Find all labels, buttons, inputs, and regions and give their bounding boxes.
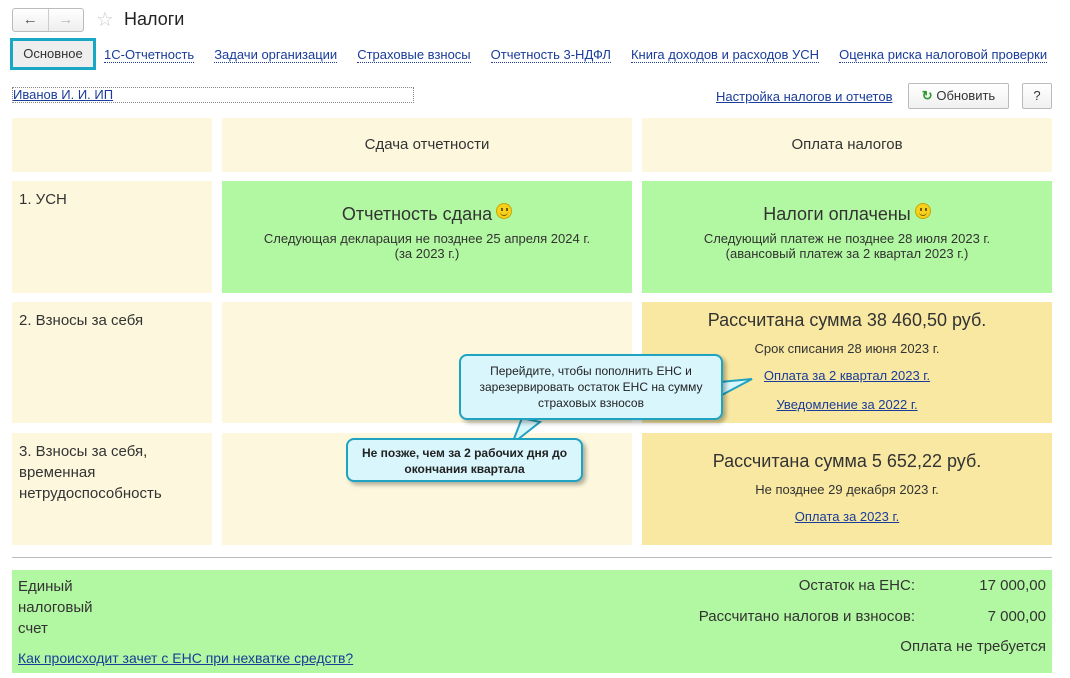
status-line: (авансовый платеж за 2 квартал 2023 г.)	[725, 246, 969, 261]
status-title: Налоги оплачены	[763, 204, 911, 224]
smile-icon	[914, 203, 931, 219]
row-label-contributions: 2. Взносы за себя	[12, 302, 212, 423]
corner-cell	[12, 118, 212, 172]
navigation-buttons: ← →	[12, 8, 84, 32]
help-button[interactable]: ?	[1022, 83, 1052, 109]
usn-reporting-cell: Отчетность сдана Следующая декларация не…	[222, 181, 632, 293]
divider	[12, 557, 1052, 558]
column-header-payment: Оплата налогов	[642, 118, 1052, 172]
ens-panel: Единый налоговый счет Как происходит зач…	[12, 570, 1052, 673]
tab-usn-book[interactable]: Книга доходов и расходов УСН	[630, 47, 820, 63]
refresh-icon: ↻	[921, 88, 933, 103]
tab-org-tasks[interactable]: Задачи организации	[214, 47, 338, 63]
row-label-contributions-disability: 3. Взносы за себя, временная нетрудоспос…	[12, 433, 212, 545]
tabs-bar: 1С-Отчетность Задачи организации Страхов…	[104, 47, 1048, 63]
back-button[interactable]: ←	[13, 9, 49, 31]
calculated-value: 7 000,00	[987, 608, 1046, 625]
page-title: Налоги	[124, 9, 185, 29]
balance-value: 17 000,00	[979, 577, 1046, 594]
smile-icon	[496, 203, 513, 219]
tab-1c-reporting[interactable]: 1С-Отчетность	[104, 47, 195, 63]
status-line: (за 2023 г.)	[394, 246, 460, 261]
calculated-label: Рассчитано налогов и взносов:	[698, 608, 915, 625]
usn-payment-cell: Налоги оплачены Следующий платеж не позд…	[642, 181, 1052, 293]
organization-link[interactable]: Иванов И. И. ИП	[12, 87, 414, 103]
status-line: Следующая декларация не позднее 25 апрел…	[263, 231, 591, 246]
balance-label: Остаток на ЕНС:	[798, 577, 915, 594]
disability-payment-cell: Рассчитана сумма 5 652,22 руб. Не поздне…	[642, 433, 1052, 545]
tab-3ndfl[interactable]: Отчетность 3-НДФЛ	[490, 47, 611, 63]
tab-insurance[interactable]: Страховые взносы	[357, 47, 471, 63]
refresh-button[interactable]: ↻ Обновить	[908, 83, 1009, 109]
amount-title: Рассчитана сумма 38 460,50 руб.	[707, 310, 987, 330]
tooltip-deadline: Не позже, чем за 2 рабочих дня до оконча…	[346, 438, 583, 482]
settings-link[interactable]: Настройка налогов и отчетов	[716, 89, 893, 104]
tooltip-pointers	[509, 378, 753, 448]
forward-button[interactable]: →	[58, 11, 74, 28]
column-header-reporting: Сдача отчетности	[222, 118, 632, 172]
tooltip-replenish-ens: Перейдите, чтобы пополнить ЕНС и зарезер…	[459, 354, 723, 420]
amount-title: Рассчитана сумма 5 652,22 руб.	[712, 451, 982, 471]
tab-risk[interactable]: Оценка риска налоговой проверки	[839, 47, 1048, 63]
favorite-star-icon[interactable]: ☆	[96, 9, 114, 31]
status-line: Следующий платеж не позднее 28 июля 2023…	[703, 231, 991, 246]
payment-status: Оплата не требуется	[900, 638, 1046, 655]
payment-q2-link[interactable]: Оплата за 2 квартал 2023 г.	[763, 368, 931, 383]
tab-main[interactable]: Основное	[10, 38, 96, 70]
due-date: Срок списания 28 июня 2023 г.	[754, 341, 940, 356]
payment-2023-link[interactable]: Оплата за 2023 г.	[794, 509, 900, 524]
ens-help-link[interactable]: Как происходит зачет с ЕНС при нехватке …	[18, 650, 354, 666]
status-title: Отчетность сдана	[341, 204, 493, 224]
refresh-label: Обновить	[936, 88, 996, 103]
row-label-usn: 1. УСН	[12, 181, 212, 293]
notice-2022-link[interactable]: Уведомление за 2022 г.	[776, 397, 918, 412]
ens-title: Единый налоговый счет	[18, 578, 93, 637]
due-date: Не позднее 29 декабря 2023 г.	[755, 482, 939, 497]
